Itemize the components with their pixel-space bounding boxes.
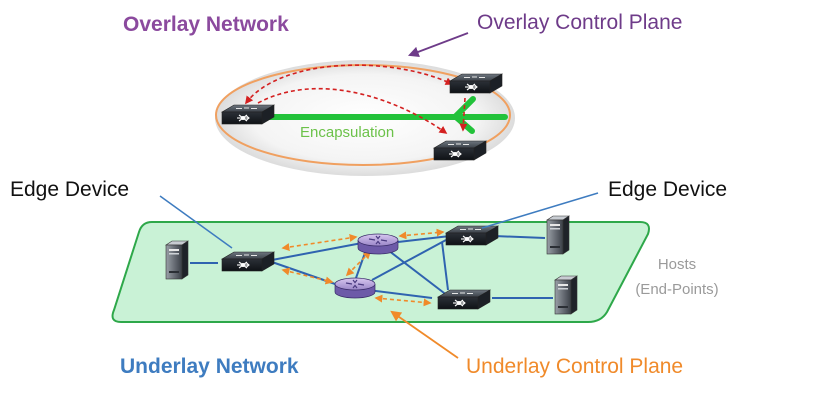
edge-device-left-callout — [159, 195, 233, 249]
overlay-switch-bottom-right-icon — [433, 140, 487, 161]
underlay-control-signaling — [281, 228, 445, 307]
hosts-label: Hosts (End-Points) — [622, 252, 732, 302]
underlay-router-center-icon — [334, 277, 376, 299]
hosts-label-line1: Hosts — [657, 256, 697, 273]
overlay-switch-left-icon — [221, 104, 275, 125]
host-left-icon — [165, 240, 189, 280]
edge-device-left-label: Edge Device — [10, 178, 130, 201]
edge-switch-left-icon — [221, 251, 275, 272]
underlay-control-plane-pointer — [390, 310, 459, 359]
edge-device-right-callout — [481, 192, 599, 229]
overlay-control-plane-label: Overlay Control Plane — [477, 11, 683, 34]
edge-switch-right-bottom-icon — [437, 289, 491, 310]
overlay-control-signaling — [245, 64, 468, 134]
underlay-network-group — [111, 215, 650, 323]
encapsulation-label: Encapsulation — [300, 124, 395, 141]
underlay-control-plane-label: Underlay Control Plane — [466, 355, 684, 378]
overlay-network-title: Overlay Network — [123, 13, 289, 36]
host-right-top-icon — [546, 215, 570, 255]
underlay-router-top-icon — [357, 233, 399, 255]
hosts-label-line2: (End-Points) — [635, 281, 719, 298]
edge-switch-right-top-icon — [445, 225, 499, 246]
overlay-network-group — [215, 60, 515, 176]
overlay-control-plane-pointer — [407, 32, 469, 57]
underlay-network-title: Underlay Network — [120, 355, 299, 378]
host-right-bottom-icon — [554, 275, 578, 315]
edge-device-right-label: Edge Device — [608, 178, 728, 201]
overlay-switch-top-right-icon — [449, 73, 503, 94]
